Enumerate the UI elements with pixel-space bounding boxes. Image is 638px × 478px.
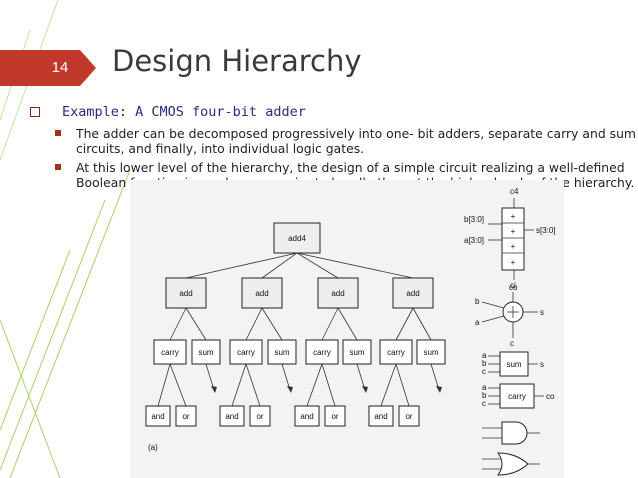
- carry-gate-block: [499, 383, 535, 409]
- b-label: b: [482, 359, 487, 368]
- or-gate-icon: [482, 452, 540, 476]
- root-label: add4: [288, 234, 306, 243]
- plus-label: +: [511, 258, 516, 267]
- and-label: and: [374, 412, 387, 421]
- sum-label: sum: [349, 348, 364, 357]
- or-label: or: [405, 412, 412, 421]
- adder-label: add: [331, 289, 344, 298]
- adder-block: [317, 277, 359, 309]
- adder-label: add: [406, 289, 419, 298]
- b-label: b: [475, 297, 480, 306]
- adder-label: add: [179, 289, 192, 298]
- carry-label: carry: [313, 348, 331, 357]
- ci-label: ci: [510, 281, 516, 290]
- and-block: [294, 405, 320, 427]
- carry-block: [305, 339, 339, 365]
- sum-block: [191, 339, 221, 365]
- carry-label: carry: [387, 348, 405, 357]
- b-bus-label: b[3:0]: [464, 215, 484, 224]
- and-block: [368, 405, 394, 427]
- sum-label: sum: [198, 348, 213, 357]
- c4-label: c4: [510, 187, 519, 196]
- adder-label: add: [255, 289, 268, 298]
- a-label: a: [482, 383, 487, 392]
- and-label: and: [151, 412, 164, 421]
- co-label: co: [509, 283, 518, 292]
- plus-label: +: [511, 227, 516, 236]
- or-label: or: [331, 412, 338, 421]
- s-label: s: [540, 360, 544, 369]
- and-gate-icon: [482, 421, 540, 445]
- or-block: [324, 405, 346, 427]
- figure-caption: (a): [148, 443, 158, 452]
- carry-block: [379, 339, 413, 365]
- adder-hierarchy-figure: add4 add add add add: [130, 180, 564, 478]
- sum-gate-block: [499, 351, 529, 377]
- a-label: a: [482, 351, 487, 360]
- plus-label: +: [511, 242, 516, 251]
- adder-block: [165, 277, 207, 309]
- and-label: and: [225, 412, 238, 421]
- c-label: c: [482, 367, 486, 376]
- or-label: or: [182, 412, 189, 421]
- bullet-level1: Example: A CMOS four-bit adder: [30, 104, 630, 120]
- sum-block: [416, 339, 446, 365]
- and-block: [219, 405, 245, 427]
- or-block: [175, 405, 197, 427]
- root-block: [273, 222, 321, 254]
- a-label: a: [475, 318, 480, 327]
- slide-number: 14: [51, 59, 69, 76]
- sum-block: [342, 339, 372, 365]
- b-label: b: [482, 391, 487, 400]
- sum-label: sum: [274, 348, 289, 357]
- slide-number-badge: [0, 50, 96, 86]
- adder-block: [241, 277, 283, 309]
- carry-label: carry: [237, 348, 255, 357]
- carry-label: carry: [161, 348, 179, 357]
- sum-gate-label: sum: [506, 360, 521, 369]
- sum-label: sum: [423, 348, 438, 357]
- filled-square-bullet-icon: [55, 130, 61, 136]
- s-bus-label: s[3:0]: [536, 226, 556, 235]
- square-bullet-icon: [30, 107, 40, 117]
- and-label: and: [300, 412, 313, 421]
- s-label: s: [540, 308, 544, 317]
- or-block: [249, 405, 271, 427]
- co-label: co: [546, 392, 555, 401]
- sub-bullet: The adder can be decomposed progressivel…: [30, 126, 636, 156]
- sum-block: [267, 339, 297, 365]
- carry-gate-label: carry: [508, 392, 526, 401]
- sub-bullet-text: The adder can be decomposed progressivel…: [76, 126, 637, 156]
- adder-block: [392, 277, 434, 309]
- c-label: c: [510, 339, 514, 348]
- c-label: c: [482, 399, 486, 408]
- bullet-text: Example: A CMOS four-bit adder: [62, 104, 306, 120]
- four-bit-adder-symbol: [501, 207, 525, 271]
- or-label: or: [256, 412, 263, 421]
- or-block: [398, 405, 420, 427]
- and-block: [145, 405, 171, 427]
- slide-title: Design Hierarchy: [112, 44, 362, 78]
- plus-label: +: [511, 212, 516, 221]
- filled-square-bullet-icon: [55, 164, 61, 170]
- a-bus-label: a[3:0]: [464, 236, 484, 245]
